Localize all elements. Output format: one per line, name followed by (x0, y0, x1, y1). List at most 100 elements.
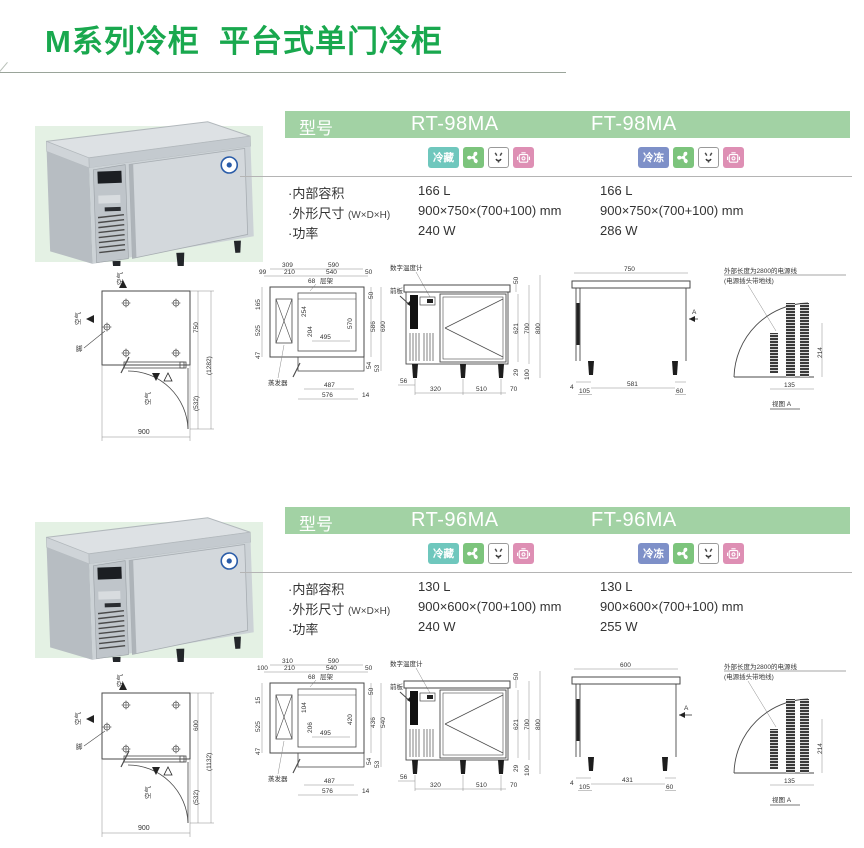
compressor-icon (513, 147, 534, 168)
product-section: 型号 RT-96MA FT-96MA 冷藏 冷冻 ·内部容积 130 L 130… (0, 494, 864, 846)
svg-text:590: 590 (328, 262, 339, 269)
technical-drawing-side: 600 A 4 105 431 60 (570, 662, 692, 791)
feature-badges-right: 冷冻 (638, 147, 744, 168)
title-underline (0, 72, 566, 73)
fan-icon (463, 543, 484, 564)
technical-drawing-plan: 空气 空气 脚 空气 900 750 (532) (1282) (73, 272, 214, 441)
svg-text:431: 431 (622, 777, 633, 784)
svg-text:70: 70 (510, 386, 518, 393)
svg-text:310: 310 (282, 658, 293, 665)
svg-text:A: A (692, 309, 697, 316)
svg-text:(电源插头带地线): (电源插头带地线) (724, 276, 774, 285)
svg-text:50: 50 (365, 665, 373, 672)
svg-text:(532): (532) (193, 790, 200, 805)
svg-text:495: 495 (320, 730, 331, 737)
svg-text:621: 621 (513, 719, 520, 730)
svg-text:外部长度为2800的电源线: 外部长度为2800的电源线 (724, 266, 797, 275)
svg-text:50: 50 (513, 276, 520, 284)
svg-text:100: 100 (257, 665, 268, 672)
svg-text:800: 800 (535, 323, 542, 334)
compressor-icon (723, 147, 744, 168)
model-header-bar: 型号 RT-96MA FT-96MA (285, 507, 850, 534)
spec-value: 900×600×(700+100) mm (418, 599, 562, 614)
spec-label-capacity: ·内部容积 (288, 186, 345, 201)
technical-drawing-side: 750 A 4 105 581 60 (570, 266, 698, 395)
product-photo (10, 98, 268, 268)
spec-value: 255 W (600, 619, 638, 634)
svg-text:56: 56 (400, 378, 408, 385)
svg-text:105: 105 (579, 784, 590, 791)
model-name-right: FT-96MA (591, 509, 677, 531)
svg-text:510: 510 (476, 782, 487, 789)
svg-text:309: 309 (282, 262, 293, 269)
model-name-left: RT-98MA (411, 113, 499, 135)
svg-text:空气: 空气 (73, 312, 82, 326)
model-header-label: 型号 (299, 119, 333, 138)
svg-text:A: A (684, 705, 689, 712)
svg-text:空气: 空气 (115, 674, 124, 688)
page-title: M系列冷柜 平台式单门冷柜 (45, 24, 444, 59)
model-name-left: RT-96MA (411, 509, 499, 531)
svg-text:4: 4 (570, 384, 574, 391)
compressor-icon (513, 543, 534, 564)
technical-drawing-view-a: 外部长度为2800的电源线 (电源插头带地线) 214 135 视图 A (724, 266, 846, 410)
svg-text:60: 60 (676, 388, 684, 395)
svg-text:586: 586 (370, 321, 377, 332)
svg-text:层架: 层架 (320, 277, 334, 285)
svg-text:99: 99 (259, 269, 267, 276)
svg-text:320: 320 (430, 386, 441, 393)
fan-icon (673, 543, 694, 564)
compressor-icon (723, 543, 744, 564)
svg-text:29: 29 (513, 764, 520, 772)
svg-text:105: 105 (579, 388, 590, 395)
spec-value: 166 L (600, 183, 633, 198)
svg-text:数字温度计: 数字温度计 (390, 263, 423, 272)
frozen-badge: 冷冻 (638, 543, 669, 564)
table-divider (240, 572, 852, 573)
svg-text:100: 100 (524, 369, 531, 380)
svg-text:56: 56 (400, 774, 408, 781)
spec-value: 900×750×(700+100) mm (418, 203, 562, 218)
spec-label-dimensions: ·外形尺寸 (W×D×H) (288, 206, 391, 221)
power-plug-icon (488, 147, 509, 168)
svg-text:60: 60 (666, 784, 674, 791)
svg-text:690: 690 (380, 321, 387, 332)
svg-text:(1132): (1132) (206, 753, 213, 771)
svg-text:47: 47 (255, 351, 262, 359)
svg-text:700: 700 (524, 719, 531, 730)
svg-text:外部长度为2800的电源线: 外部长度为2800的电源线 (724, 662, 797, 671)
spec-value: 240 W (418, 619, 456, 634)
svg-text:576: 576 (322, 392, 333, 399)
svg-text:视图 A: 视图 A (772, 795, 792, 804)
refrigerator-image (45, 517, 254, 662)
svg-text:581: 581 (627, 381, 638, 388)
svg-text:70: 70 (510, 782, 518, 789)
svg-text:空气: 空气 (143, 786, 152, 800)
svg-text:空气: 空气 (143, 392, 152, 406)
svg-text:53: 53 (374, 364, 381, 372)
refrigerated-badge: 冷藏 (428, 147, 459, 168)
refrigerated-badge: 冷藏 (428, 543, 459, 564)
svg-text:29: 29 (513, 368, 520, 376)
svg-text:590: 590 (328, 658, 339, 665)
spec-value: 900×600×(700+100) mm (600, 599, 744, 614)
table-divider (240, 176, 852, 177)
svg-text:600: 600 (193, 720, 200, 731)
svg-text:50: 50 (365, 269, 373, 276)
spec-label-capacity: ·内部容积 (288, 582, 345, 597)
svg-text:210: 210 (284, 665, 295, 672)
refrigerator-image (45, 121, 254, 266)
svg-text:510: 510 (476, 386, 487, 393)
svg-text:135: 135 (784, 778, 795, 785)
fan-icon (673, 147, 694, 168)
technical-drawing-front: 数字温度计 前板 50 621 700 800 29 100 (390, 659, 542, 791)
svg-text:487: 487 (324, 382, 335, 389)
technical-drawing-view-a: 外部长度为2800的电源线 (电源插头带地线) 214 135 视图 A (724, 662, 846, 806)
spec-label-power: ·功率 (288, 226, 319, 241)
svg-text:900: 900 (138, 825, 150, 832)
svg-text:50: 50 (368, 687, 375, 695)
svg-text:空气: 空气 (115, 272, 124, 286)
svg-text:210: 210 (284, 269, 295, 276)
svg-text:50: 50 (368, 291, 375, 299)
